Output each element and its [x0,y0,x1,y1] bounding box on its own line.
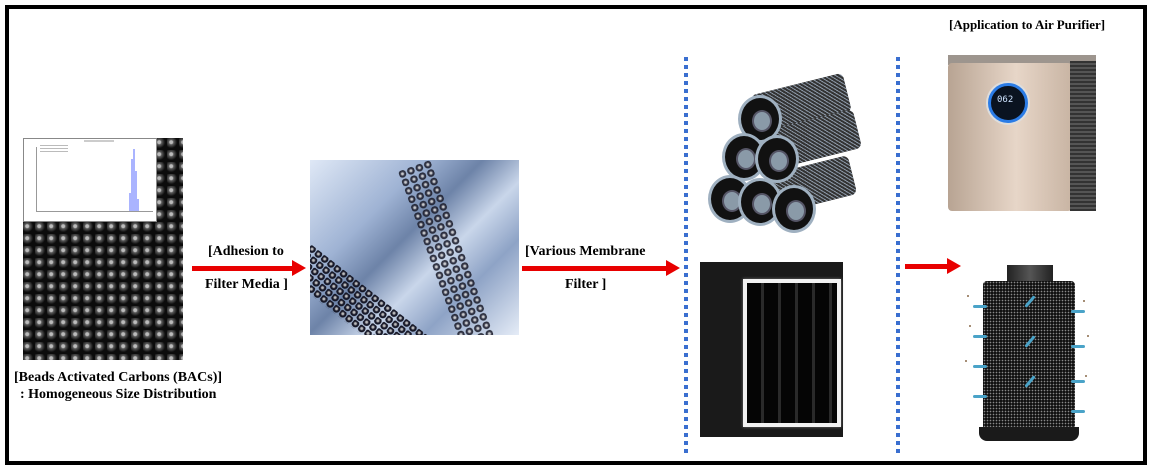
cartridge-filters-image [700,72,863,233]
arrow1-label-bottom: Filter Media ] [205,277,288,292]
diagram-frame [5,5,1147,465]
arrow-right-icon [522,260,680,276]
purifier-display: 062 [988,83,1028,123]
bacs-microscope-image [23,138,183,360]
arrow-right-icon [192,260,306,276]
cylindrical-filter-image [965,265,1089,443]
bacs-caption-line1: [Beads Activated Carbons (BACs)] [14,370,223,385]
filter-media-image [310,160,519,335]
arrow2-label-top: [Various Membrane [525,244,646,259]
pocket-filter-image [700,262,843,437]
dotted-divider [896,57,900,457]
dotted-divider [684,57,688,457]
arrow2-label-bottom: Filter ] [565,277,607,292]
bacs-caption-line2: : Homogeneous Size Distribution [20,387,217,402]
arrow-right-icon [905,258,961,274]
air-purifier-image: 062 [948,55,1096,215]
arrow1-label-top: [Adhesion to [208,244,284,259]
application-title: [Application to Air Purifier] [949,17,1106,32]
size-distribution-chart-inset [23,138,157,222]
